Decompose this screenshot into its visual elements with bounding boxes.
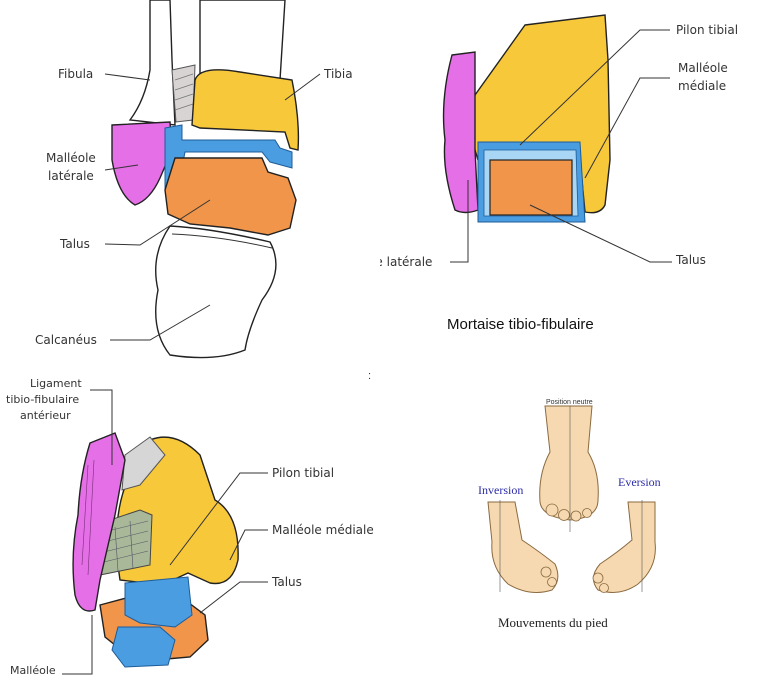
neutral-foot — [540, 406, 599, 532]
foot-movements-panel: Position neutre Inversion Eversion Mouve… — [460, 392, 690, 642]
label-oblique-talus: Talus — [271, 575, 302, 589]
label-medial-malleolus-line2: médiale — [678, 79, 726, 93]
syndesmosis-ligament — [172, 65, 195, 122]
lateral-malleolus-shape — [112, 122, 172, 205]
label-inversion: Inversion — [478, 483, 523, 497]
label-pilon-tibial: Pilon tibial — [676, 23, 738, 37]
foot-movements-illustration: Position neutre Inversion Eversion Mouve… — [460, 392, 690, 642]
label-oblique-pilon: Pilon tibial — [272, 466, 334, 480]
label-tibia: Tibia — [323, 67, 353, 81]
label-mortise-talus: Talus — [675, 253, 706, 267]
label-lateral-malleolus-line1: Malléole — [46, 151, 96, 165]
talus-shape — [165, 158, 296, 235]
foot-movements-caption: Mouvements du pied — [498, 615, 608, 630]
mortise-panel: Pilon tibial Malléole médiale Malléole l… — [380, 0, 758, 345]
label-calcaneus: Calcanéus — [35, 333, 97, 347]
frontal-ankle-illustration: Fibula Tibia Malléole latérale Talus Cal… — [0, 0, 380, 365]
oblique-talus-cartilage — [125, 577, 192, 627]
label-ligament-line1: Ligament — [30, 377, 82, 390]
fibula-leader — [105, 74, 150, 80]
mortise-fibula — [444, 52, 478, 213]
label-medial-malleolus-line1: Malléole — [678, 61, 728, 75]
oblique-ankle-panel: Ligament tibio-fibulaire antérieur Pilon… — [0, 365, 380, 679]
oblique-talus-leader — [200, 582, 268, 613]
label-lateral-malleolus: Malléole latérale — [380, 255, 432, 269]
fibula-shaft — [130, 0, 175, 125]
label-fibula: Fibula — [58, 67, 93, 81]
label-eversion: Eversion — [618, 475, 661, 489]
oblique-ankle-illustration: Ligament tibio-fibulaire antérieur Pilon… — [0, 365, 380, 679]
mortise-talus — [490, 160, 572, 215]
label-oblique-malleolus: Malléole — [10, 664, 56, 677]
label-lateral-malleolus-line2: latérale — [48, 169, 94, 183]
tibia-distal — [192, 70, 298, 150]
label-ligament-line2: tibio-fibulaire — [6, 393, 79, 406]
mortise-illustration: Pilon tibial Malléole médiale Malléole l… — [380, 0, 758, 300]
label-neutral-position: Position neutre — [546, 399, 593, 406]
mortise-caption: Mortaise tibio-fibulaire — [447, 316, 594, 333]
label-ligament-line3: antérieur — [20, 409, 71, 422]
label-oblique-medial: Malléole médiale — [272, 523, 374, 537]
eversion-foot — [593, 500, 655, 593]
oblique-talus-cartilage-lower — [112, 627, 175, 667]
calcaneus-shape — [156, 226, 276, 358]
tibia-shaft — [200, 0, 285, 80]
frontal-ankle-panel: Fibula Tibia Malléole latérale Talus Cal… — [0, 0, 380, 365]
label-talus: Talus — [59, 237, 90, 251]
oblique-malleolus-leader — [62, 615, 92, 674]
